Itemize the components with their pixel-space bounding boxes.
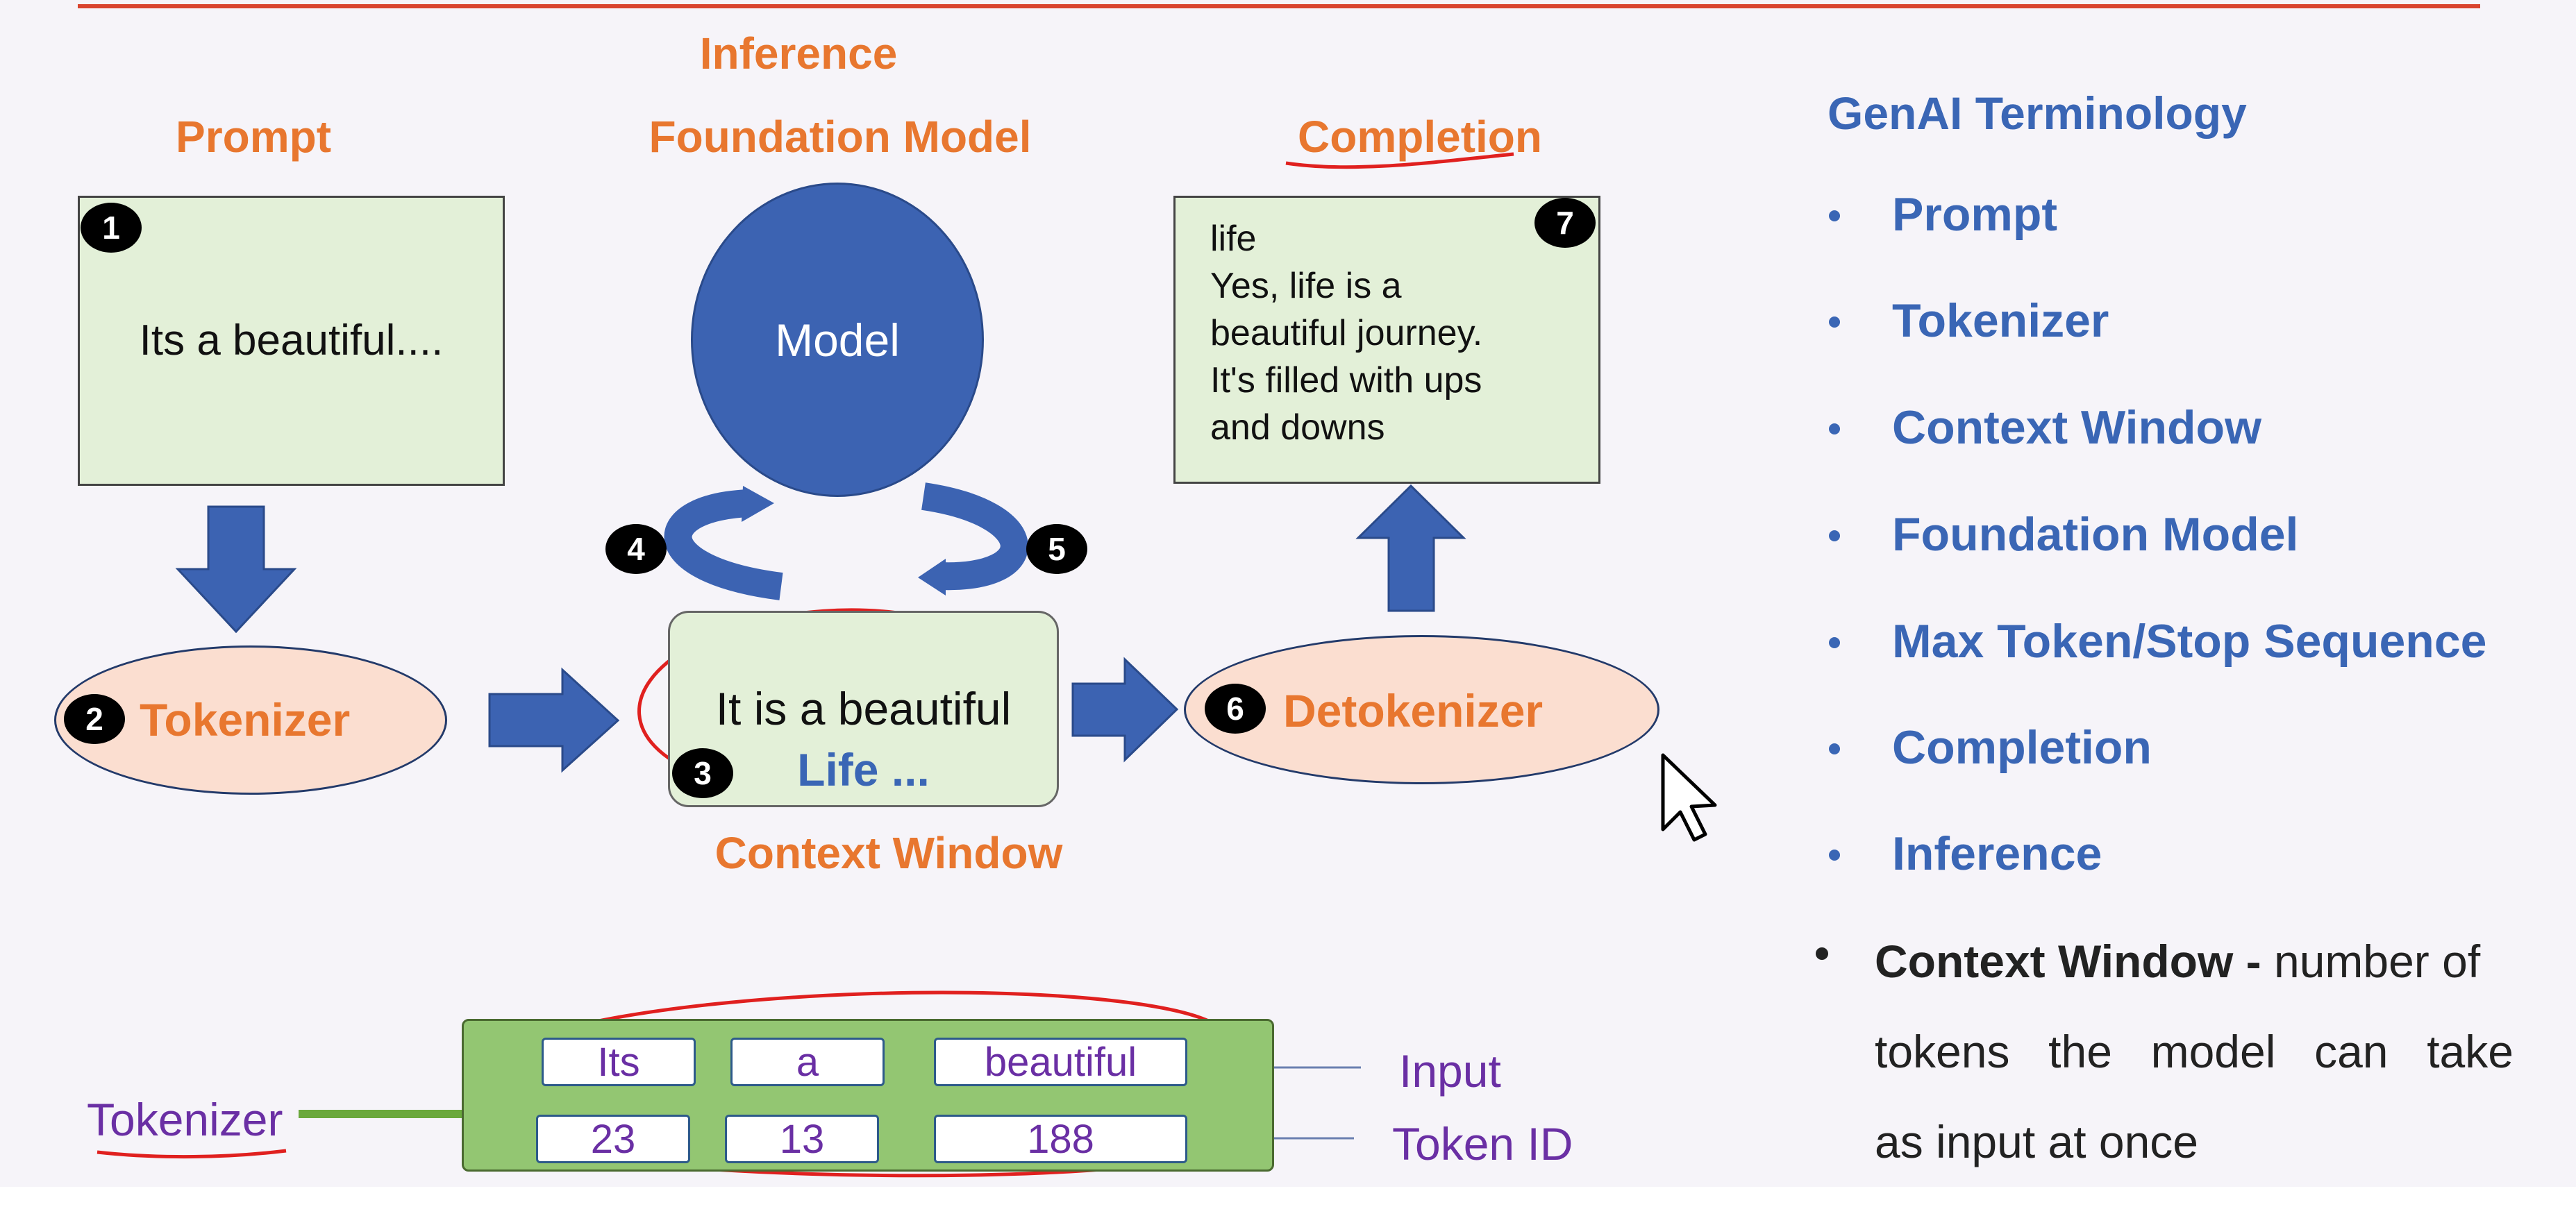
bullet-icon bbox=[1829, 850, 1840, 861]
definition-term: Context Window - bbox=[1875, 936, 2261, 987]
bullet-icon bbox=[1829, 316, 1840, 328]
term-item: Inference bbox=[1892, 827, 2102, 880]
table-tokenizer-label: Tokenizer bbox=[87, 1094, 283, 1145]
input-label: Input bbox=[1399, 1045, 1501, 1097]
badge-4: 4 bbox=[605, 524, 667, 574]
model-label: Model bbox=[775, 314, 900, 366]
term-item: Context Window bbox=[1892, 401, 2261, 454]
definition-line-3: as input at once bbox=[1875, 1116, 2198, 1167]
term-item: Foundation Model bbox=[1892, 508, 2299, 561]
prompt-box: Its a beautiful.... bbox=[78, 196, 505, 486]
context-line-1: It is a beautiful bbox=[715, 683, 1012, 734]
term-item: Prompt bbox=[1892, 188, 2057, 241]
down-arrow bbox=[175, 505, 297, 634]
token-id-label: Token ID bbox=[1392, 1118, 1573, 1169]
bullet-icon bbox=[1829, 743, 1840, 754]
slide: Inference Prompt Foundation Model Comple… bbox=[0, 0, 2576, 1187]
tokenizer-label: Tokenizer bbox=[140, 694, 351, 745]
term-item: Completion bbox=[1892, 721, 2152, 774]
completion-box: life Yes, life is a beautiful journey. I… bbox=[1173, 196, 1600, 484]
detokenizer-label: Detokenizer bbox=[1283, 685, 1544, 736]
prompt-text: Its a beautiful.... bbox=[139, 316, 444, 364]
term-item: Max Token/Stop Sequence bbox=[1892, 615, 2487, 668]
model-circle: Model bbox=[691, 183, 984, 497]
mouse-cursor bbox=[1661, 753, 1717, 842]
title-prompt: Prompt bbox=[176, 112, 331, 162]
completion-line: beautiful journey. bbox=[1210, 313, 1483, 353]
curved-arrow-left bbox=[664, 489, 783, 600]
badge-1: 1 bbox=[81, 203, 142, 253]
definition-line-1: Context Window - number of bbox=[1875, 916, 2514, 1006]
token-cell: a bbox=[730, 1038, 885, 1086]
completion-line: It's filled with ups bbox=[1210, 360, 1482, 400]
context-line-2: Life ... bbox=[797, 744, 930, 795]
bullet-icon bbox=[1829, 210, 1840, 221]
token-id-cell: 13 bbox=[725, 1115, 879, 1163]
badge-5: 5 bbox=[1026, 524, 1087, 574]
top-rule bbox=[78, 4, 2480, 8]
title-foundation-model: Foundation Model bbox=[649, 112, 1032, 162]
bullet-icon bbox=[1829, 530, 1840, 541]
badge-7: 7 bbox=[1534, 198, 1596, 248]
definition-word: take bbox=[2427, 1026, 2514, 1077]
definition-text: Context Window - number of tokens the mo… bbox=[1875, 916, 2514, 1187]
title-completion: Completion bbox=[1298, 112, 1542, 162]
badge-3: 3 bbox=[672, 748, 733, 798]
curved-arrow-right bbox=[921, 482, 1028, 591]
definition-word: tokens bbox=[1875, 1026, 2010, 1077]
completion-line: Yes, life is a bbox=[1210, 266, 1402, 306]
right-arrow-2 bbox=[1071, 657, 1179, 763]
bullet-icon bbox=[1829, 637, 1840, 648]
completion-underline bbox=[1285, 152, 1514, 169]
definition-line-2: tokens the model can take bbox=[1875, 1006, 2514, 1097]
completion-line: life bbox=[1210, 219, 1257, 259]
token-id-cell: 23 bbox=[536, 1115, 690, 1163]
up-arrow bbox=[1355, 484, 1466, 612]
definition-bullet-icon bbox=[1816, 947, 1828, 960]
badge-6: 6 bbox=[1205, 684, 1266, 734]
right-arrow-1 bbox=[488, 667, 620, 773]
completion-text: life Yes, life is a beautiful journey. I… bbox=[1210, 215, 1482, 451]
token-cell: Its bbox=[542, 1038, 696, 1086]
definition-word: model bbox=[2150, 1026, 2276, 1077]
term-item: Tokenizer bbox=[1892, 294, 2109, 347]
tokenizer-underline bbox=[97, 1149, 287, 1159]
definition-word: the bbox=[2048, 1026, 2112, 1077]
definition-word: can bbox=[2314, 1026, 2389, 1077]
bullet-icon bbox=[1829, 423, 1840, 434]
badge-2: 2 bbox=[64, 694, 125, 744]
terminology-title: GenAI Terminology bbox=[1828, 87, 2247, 139]
tokenizer-ellipse: Tokenizer bbox=[54, 645, 447, 795]
title-inference: Inference bbox=[699, 28, 898, 78]
title-context-window: Context Window bbox=[714, 828, 1063, 878]
token-id-cell: 188 bbox=[934, 1115, 1187, 1163]
completion-line: and downs bbox=[1210, 407, 1385, 448]
token-cell: beautiful bbox=[934, 1038, 1187, 1086]
definition-line-1-rest: number of bbox=[2274, 936, 2481, 987]
